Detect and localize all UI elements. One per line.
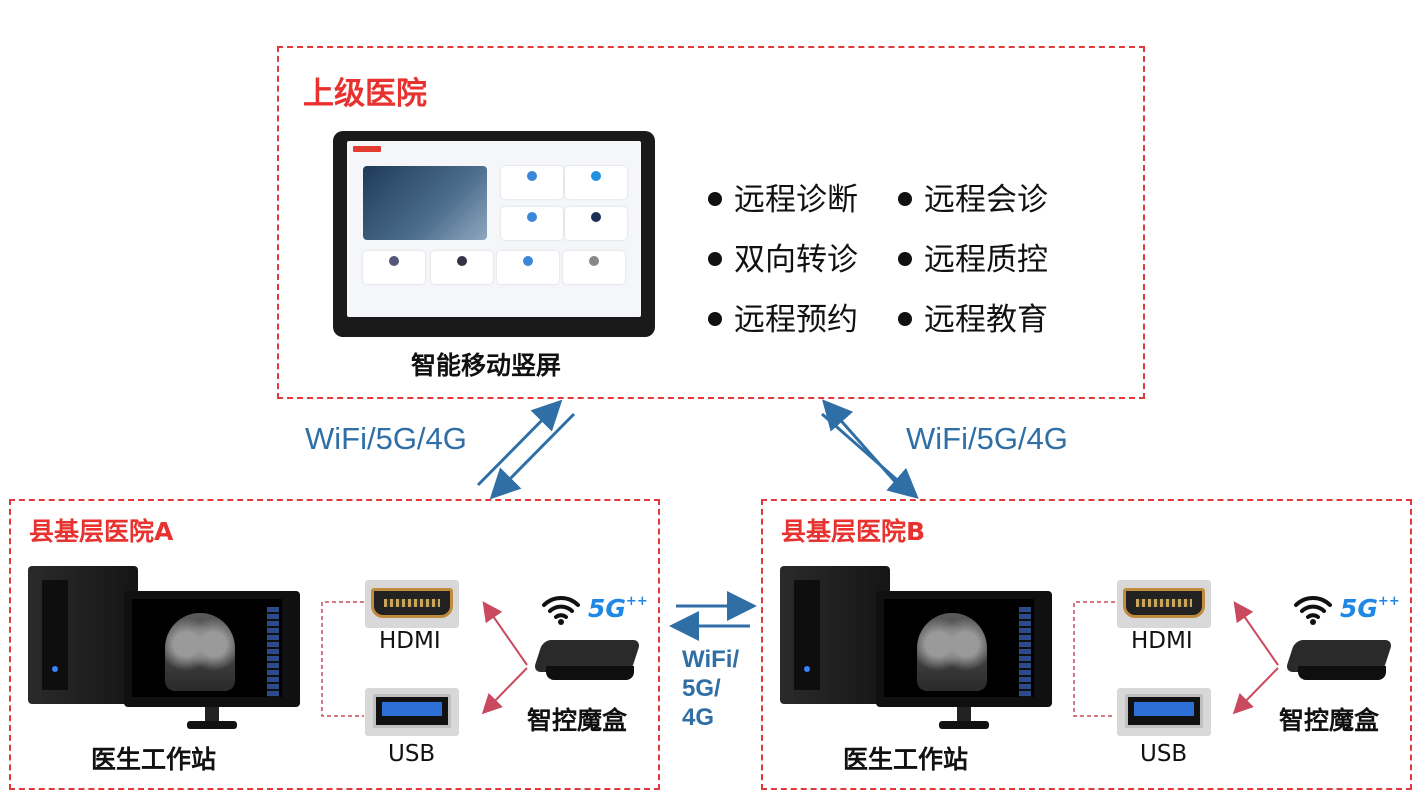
usb-port-a (365, 688, 459, 736)
box-to-hdmi-arrow-a (482, 601, 528, 666)
app-tile (565, 166, 627, 199)
app-tile (501, 207, 563, 240)
app-tile (363, 251, 425, 284)
service-item: 远程质控 (898, 234, 1048, 279)
service-item: 远程预约 (708, 294, 858, 339)
hdmi-label-a: HDMI (379, 628, 441, 654)
workstation-label-b: 医生工作站 (843, 745, 969, 774)
5g-icon: 5G++ (588, 594, 648, 623)
monitor-b (876, 591, 1052, 707)
chest-xray-image (165, 613, 235, 691)
monitor-stand-a (187, 721, 237, 729)
app-tile (565, 207, 627, 240)
monitor-stand-b (939, 721, 989, 729)
hdmi-port-a (365, 580, 459, 628)
smart-mobile-screen-device (333, 131, 655, 337)
monitor-neck-b (957, 707, 971, 725)
downlink-arrow-a (489, 412, 576, 500)
box-label-b: 智控魔盒 (1279, 706, 1380, 735)
app-tile (563, 251, 625, 284)
service-item: 远程会诊 (898, 174, 1048, 219)
banner-image (363, 166, 487, 240)
service-item: 远程诊断 (708, 174, 858, 219)
link-label-left: WiFi/5G/4G (305, 421, 467, 456)
hdmi-port-b (1117, 580, 1211, 628)
app-logo (353, 146, 381, 152)
county-hospital-b-frame (761, 499, 1412, 790)
service-item: 双向转诊 (708, 234, 858, 279)
pc-tower-b (780, 566, 890, 704)
pc-to-port-dashed-b (1073, 601, 1115, 717)
downlink-arrow-b (821, 412, 919, 499)
monitor-neck-a (205, 707, 219, 725)
usb-port-b (1117, 688, 1211, 736)
app-tile (497, 251, 559, 284)
wifi-icon (1294, 595, 1332, 625)
box-to-usb-arrow-b (1232, 667, 1279, 715)
smart-control-box-b (1284, 640, 1394, 686)
county-hospital-b-title: 县基层医院B (781, 517, 926, 546)
hdmi-label-b: HDMI (1131, 628, 1193, 654)
app-tile (431, 251, 493, 284)
link-label-right: WiFi/5G/4G (906, 421, 1068, 456)
wifi-icon (542, 595, 580, 625)
tablet-screen (347, 141, 641, 317)
pc-tower-a (28, 566, 138, 704)
pc-to-port-dashed-a (321, 601, 364, 717)
app-tile (501, 166, 563, 199)
chest-xray-image (917, 613, 987, 691)
workstation-label-a: 医生工作站 (91, 745, 217, 774)
tablet-label: 智能移动竖屏 (411, 351, 562, 380)
smart-control-box-a (532, 640, 642, 686)
county-hospital-a-frame (9, 499, 660, 790)
box-label-a: 智控魔盒 (527, 706, 628, 735)
usb-label-a: USB (388, 741, 436, 767)
service-item: 远程教育 (898, 294, 1048, 339)
usb-label-b: USB (1140, 741, 1188, 767)
monitor-a (124, 591, 300, 707)
link-label-middle: WiFi/ 5G/ 4G (682, 646, 740, 731)
county-hospital-a-title: 县基层医院A (29, 517, 174, 546)
superior-hospital-title: 上级医院 (303, 76, 427, 112)
5g-icon: 5G++ (1340, 594, 1400, 623)
box-to-hdmi-arrow-b (1233, 601, 1279, 666)
box-to-usb-arrow-a (481, 667, 528, 715)
superior-hospital-frame (277, 46, 1145, 399)
